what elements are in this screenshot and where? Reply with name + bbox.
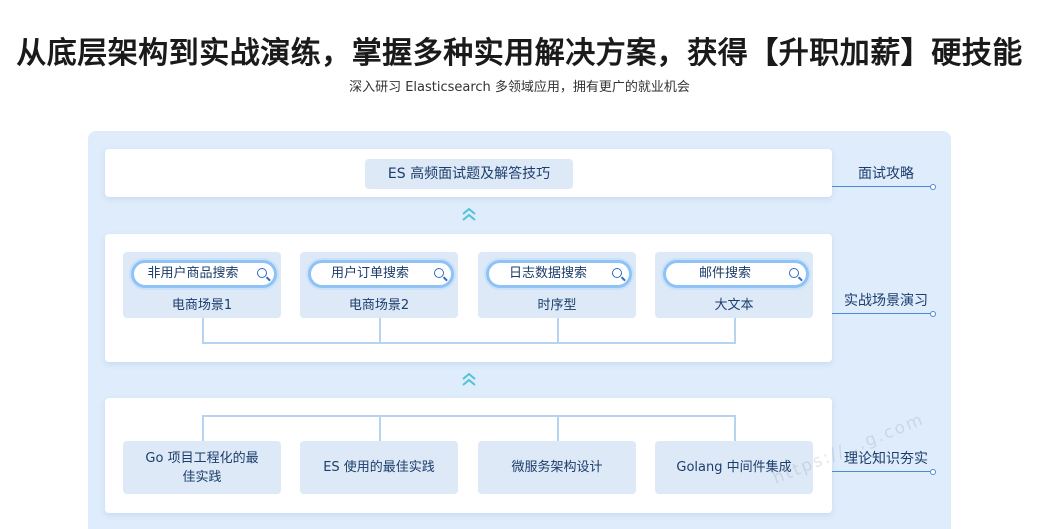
theory-card: Golang 中间件集成: [655, 441, 813, 494]
search-icon: [257, 268, 267, 278]
search-bar: 邮件搜索: [663, 260, 809, 288]
side-label-underline: [832, 186, 932, 187]
theory-card-text: Golang 中间件集成: [676, 460, 792, 475]
theory-card-text: Go 项目工程化的最佳实践: [145, 450, 259, 485]
connector-line: [379, 415, 381, 441]
page-title: 从底层架构到实战演练，掌握多种实用解决方案，获得【升职加薪】硬技能: [16, 36, 1023, 71]
connector-line: [202, 415, 736, 417]
connector-line: [202, 318, 204, 343]
side-label-theory: 理论知识夯实: [844, 451, 928, 467]
side-label-underline: [832, 471, 932, 472]
search-bar-label: 日志数据搜索: [508, 266, 587, 281]
connector-line: [202, 342, 736, 344]
connector-line: [557, 415, 559, 441]
card-caption: 电商场景2: [348, 298, 410, 313]
side-label-dot: [930, 184, 936, 190]
theory-card: 微服务架构设计: [478, 441, 636, 494]
side-label-dot: [930, 311, 936, 317]
connector-line: [734, 415, 736, 441]
double-chevron-up-icon: [462, 207, 476, 221]
side-label-practice: 实战场景演习: [844, 293, 928, 309]
search-bar: 用户订单搜索: [308, 260, 454, 288]
search-bar: 日志数据搜索: [486, 260, 632, 288]
card-caption: 大文本: [714, 298, 754, 313]
card-caption: 时序型: [537, 298, 577, 313]
double-chevron-up-icon: [462, 372, 476, 386]
theory-card: ES 使用的最佳实践: [300, 441, 458, 494]
interview-item: ES 高频面试题及解答技巧: [365, 159, 573, 189]
connector-line: [557, 318, 559, 343]
practice-card: 日志数据搜索 时序型: [478, 252, 636, 318]
side-label-interview: 面试攻略: [858, 166, 914, 182]
search-icon: [612, 268, 622, 278]
theory-card: Go 项目工程化的最佳实践: [123, 441, 281, 494]
practice-card: 用户订单搜索 电商场景2: [300, 252, 458, 318]
theory-card-text: ES 使用的最佳实践: [323, 460, 435, 475]
connector-line: [734, 318, 736, 343]
practice-card: 非用户商品搜索 电商场景1: [123, 252, 281, 318]
card-caption: 电商场景1: [171, 298, 233, 313]
side-label-underline: [832, 313, 932, 314]
theory-card-text: 微服务架构设计: [511, 460, 603, 475]
search-bar-label: 邮件搜索: [698, 266, 751, 281]
page-subtitle: 深入研习 Elasticsearch 多领域应用，拥有更广的就业机会: [349, 80, 690, 95]
search-icon: [789, 268, 799, 278]
connector-line: [202, 415, 204, 441]
search-bar: 非用户商品搜索: [131, 260, 277, 288]
search-icon: [434, 268, 444, 278]
connector-line: [379, 318, 381, 343]
search-bar-label: 非用户商品搜索: [147, 266, 239, 281]
practice-card: 邮件搜索 大文本: [655, 252, 813, 318]
search-bar-label: 用户订单搜索: [330, 266, 409, 281]
side-label-dot: [930, 469, 936, 475]
